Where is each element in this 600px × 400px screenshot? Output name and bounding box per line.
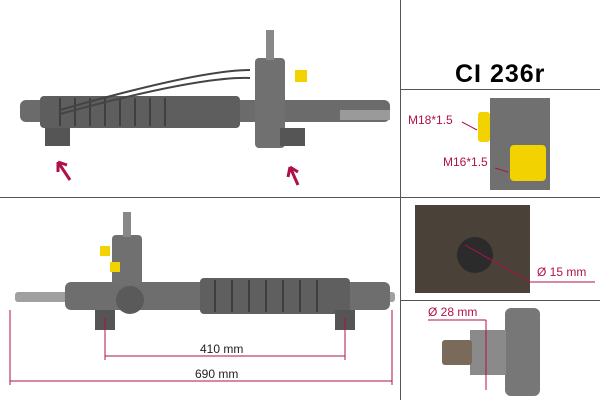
mount-hole-detail-image <box>415 205 595 293</box>
grid-divider-vertical <box>400 0 401 400</box>
valve-detail-image <box>461 98 550 190</box>
grid-divider <box>0 197 600 198</box>
hole-diameter-label: Ø 15 mm <box>537 265 587 279</box>
grid-divider <box>400 300 600 301</box>
shaft-diameter-label: Ø 28 mm <box>428 305 478 319</box>
thread-label-lower: M16*1.5 <box>443 155 488 169</box>
dimension-lines <box>9 310 393 385</box>
overall-dimension-label: 690 mm <box>195 367 239 381</box>
thread-label-upper: M18*1.5 <box>408 113 453 127</box>
shaft-detail-image <box>428 308 540 396</box>
grid-divider <box>400 89 600 90</box>
steering-rack-top-view <box>20 30 390 148</box>
product-code: CI 236r <box>455 60 546 88</box>
inner-dimension-label: 410 mm <box>200 342 244 356</box>
steering-rack-front-view <box>15 212 395 330</box>
mount-arrow-icons <box>56 160 300 186</box>
